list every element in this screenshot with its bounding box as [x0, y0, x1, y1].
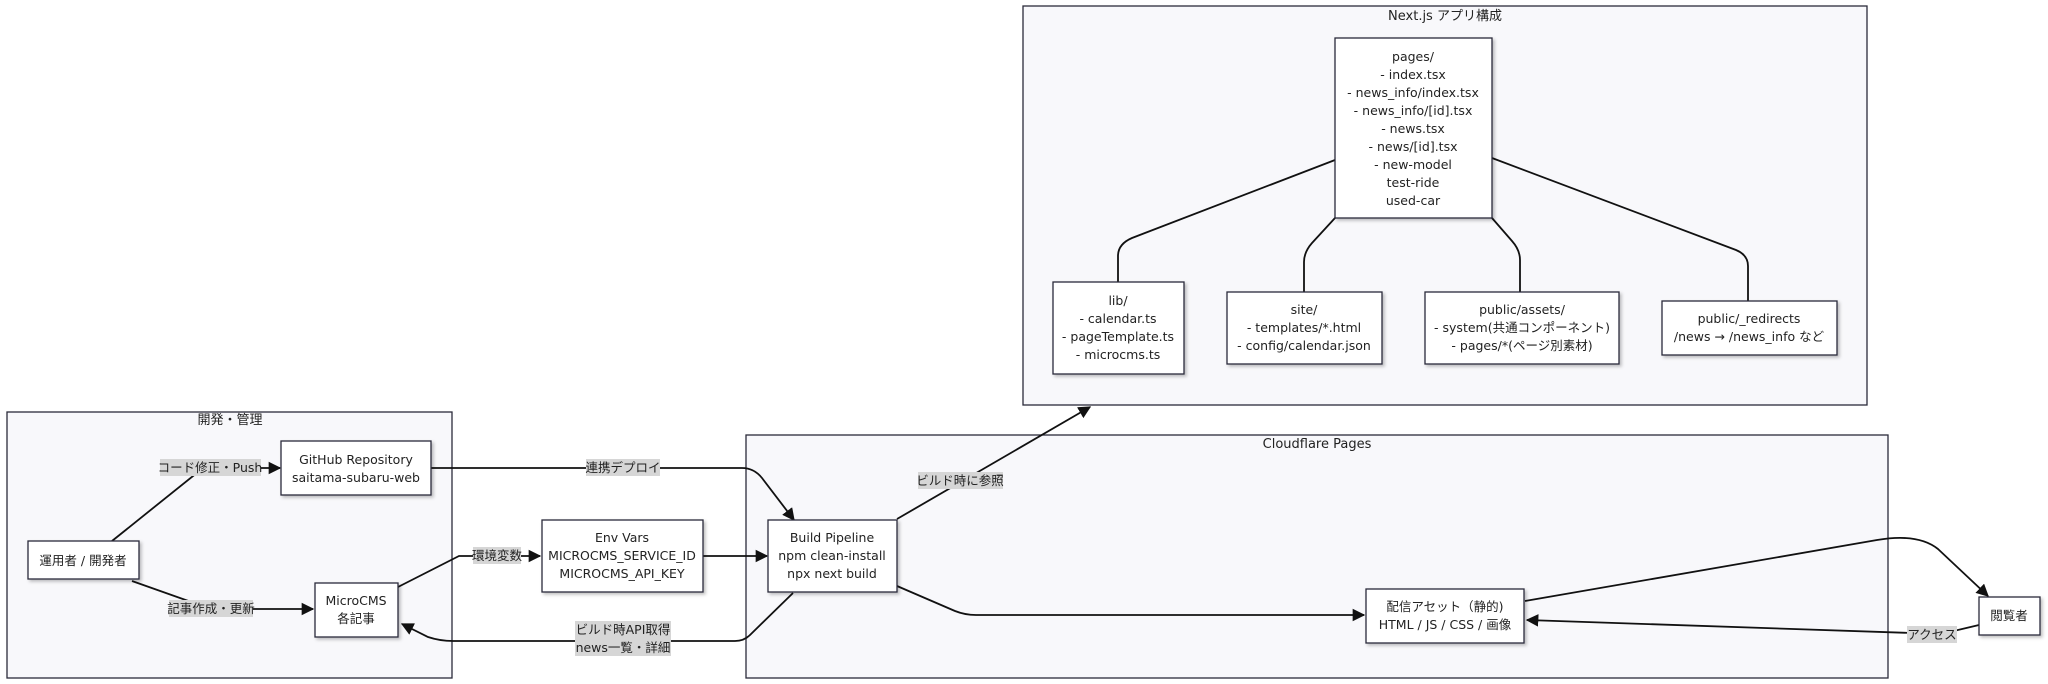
node-build-line-1: Build Pipeline — [790, 530, 875, 545]
edge-label-api-fetch: ビルド時API取得 news一覧・詳細 — [575, 621, 671, 656]
node-public-assets-line-1: public/assets/ — [1479, 302, 1566, 317]
node-github[interactable]: GitHub Repository saitama-subaru-web — [280, 440, 432, 496]
edge-pages-public-redirects — [1491, 157, 1749, 301]
edge-build-assets — [896, 585, 1366, 622]
node-operator-line-1: 運用者 / 開発者 — [39, 553, 126, 568]
edge-label-env-text: 環境変数 — [472, 548, 523, 563]
node-github-line-2: saitama-subaru-web — [292, 470, 420, 485]
edge-label-article-text: 記事作成・更新 — [167, 601, 255, 616]
node-lib-line-2: - calendar.ts — [1079, 311, 1156, 326]
node-pages-line-6: - news/[id].tsx — [1369, 139, 1458, 154]
node-build-line-2: npm clean-install — [778, 548, 886, 563]
node-envvars-line-1: Env Vars — [595, 530, 649, 545]
cluster-dev-title: 開発・管理 — [197, 413, 262, 428]
node-lib-line-4: - microcms.ts — [1076, 347, 1160, 362]
node-public-redirects-line-2: /news → /news_info など — [1674, 329, 1825, 344]
edge-label-api-fetch-line-2: news一覧・詳細 — [576, 640, 671, 655]
node-site-line-3: - config/calendar.json — [1237, 338, 1371, 353]
node-microcms-line-2: 各記事 — [337, 611, 375, 626]
node-pages-line-8: test-ride — [1387, 175, 1440, 190]
node-pages-line-7: - new-model — [1374, 157, 1452, 172]
cluster-cloudflare-title: Cloudflare Pages — [1263, 437, 1372, 452]
node-envvars-line-3: MICROCMS_API_KEY — [559, 566, 685, 581]
node-public-assets-line-3: - pages/*(ページ別素材) — [1451, 338, 1592, 353]
node-pages-line-3: - news_info/index.tsx — [1347, 85, 1479, 100]
edge-label-deploy: 連携デプロイ — [585, 459, 661, 476]
edge-build-nextjs — [896, 406, 1092, 520]
node-public-redirects[interactable]: public/_redirects /news → /news_info など — [1661, 300, 1838, 356]
edge-label-api-fetch-line-1: ビルド時API取得 — [576, 622, 671, 637]
node-microcms[interactable]: MicroCMS 各記事 — [314, 582, 399, 638]
node-pages-line-4: - news_info/[id].tsx — [1354, 103, 1473, 118]
node-assets-line-2: HTML / JS / CSS / 画像 — [1379, 617, 1512, 632]
node-assets[interactable]: 配信アセット（静的) HTML / JS / CSS / 画像 — [1365, 588, 1525, 644]
node-pages-line-2: - index.tsx — [1380, 67, 1445, 82]
node-microcms-line-1: MicroCMS — [325, 593, 386, 608]
node-build-line-3: npx next build — [787, 566, 877, 581]
node-public-assets-line-2: - system(共通コンポーネント) — [1434, 320, 1610, 335]
edge-github-build — [431, 467, 795, 522]
node-build[interactable]: Build Pipeline npm clean-install npx nex… — [767, 519, 898, 593]
edge-label-env: 環境変数 — [472, 547, 523, 564]
node-lib-line-1: lib/ — [1108, 293, 1128, 308]
node-pages[interactable]: pages/ - index.tsx - news_info/index.tsx… — [1334, 37, 1493, 219]
node-github-line-1: GitHub Repository — [299, 452, 413, 467]
edge-label-build-ref-text: ビルド時に参照 — [916, 473, 1004, 488]
node-viewer[interactable]: 閲覧者 — [1978, 596, 2041, 636]
edge-pages-lib — [1117, 159, 1336, 282]
edge-pages-public-assets — [1491, 217, 1521, 292]
edge-pages-site — [1303, 217, 1336, 292]
edge-assets-viewer — [1524, 536, 1989, 602]
edge-label-code-push-text: コード修正・Push — [158, 460, 263, 475]
node-lib-line-3: - pageTemplate.ts — [1062, 329, 1174, 344]
node-operator[interactable]: 運用者 / 開発者 — [27, 540, 140, 580]
node-envvars[interactable]: Env Vars MICROCMS_SERVICE_ID MICROCMS_AP… — [541, 519, 704, 593]
node-site-line-1: site/ — [1291, 302, 1319, 317]
node-envvars-line-2: MICROCMS_SERVICE_ID — [548, 548, 696, 563]
edge-labels: コード修正・Push 記事作成・更新 連携デプロイ 環境変数 ビルド時に参照 ビ… — [158, 459, 1957, 656]
node-pages-line-1: pages/ — [1392, 49, 1435, 64]
cluster-nextjs-title: Next.js アプリ構成 — [1388, 9, 1502, 24]
edge-label-deploy-text: 連携デプロイ — [585, 460, 660, 475]
node-pages-line-9: used-car — [1386, 193, 1441, 208]
node-pages-line-5: - news.tsx — [1381, 121, 1445, 136]
node-assets-line-1: 配信アセット（静的) — [1386, 599, 1503, 614]
node-site-line-2: - templates/*.html — [1247, 320, 1361, 335]
node-lib[interactable]: lib/ - calendar.ts - pageTemplate.ts - m… — [1052, 281, 1185, 375]
edge-label-build-ref: ビルド時に参照 — [916, 472, 1004, 489]
node-viewer-line-1: 閲覧者 — [1990, 608, 2028, 623]
edge-label-article: 記事作成・更新 — [167, 600, 255, 617]
edge-label-code-push: コード修正・Push — [158, 459, 263, 476]
edge-label-access-text: アクセス — [1907, 627, 1956, 642]
node-public-redirects-line-1: public/_redirects — [1698, 311, 1801, 326]
cluster-cloudflare: Cloudflare Pages — [745, 434, 1889, 679]
node-public-assets[interactable]: public/assets/ - system(共通コンポーネント) - pag… — [1424, 291, 1620, 365]
node-site[interactable]: site/ - templates/*.html - config/calend… — [1226, 291, 1383, 365]
edge-label-access: アクセス — [1907, 626, 1957, 643]
